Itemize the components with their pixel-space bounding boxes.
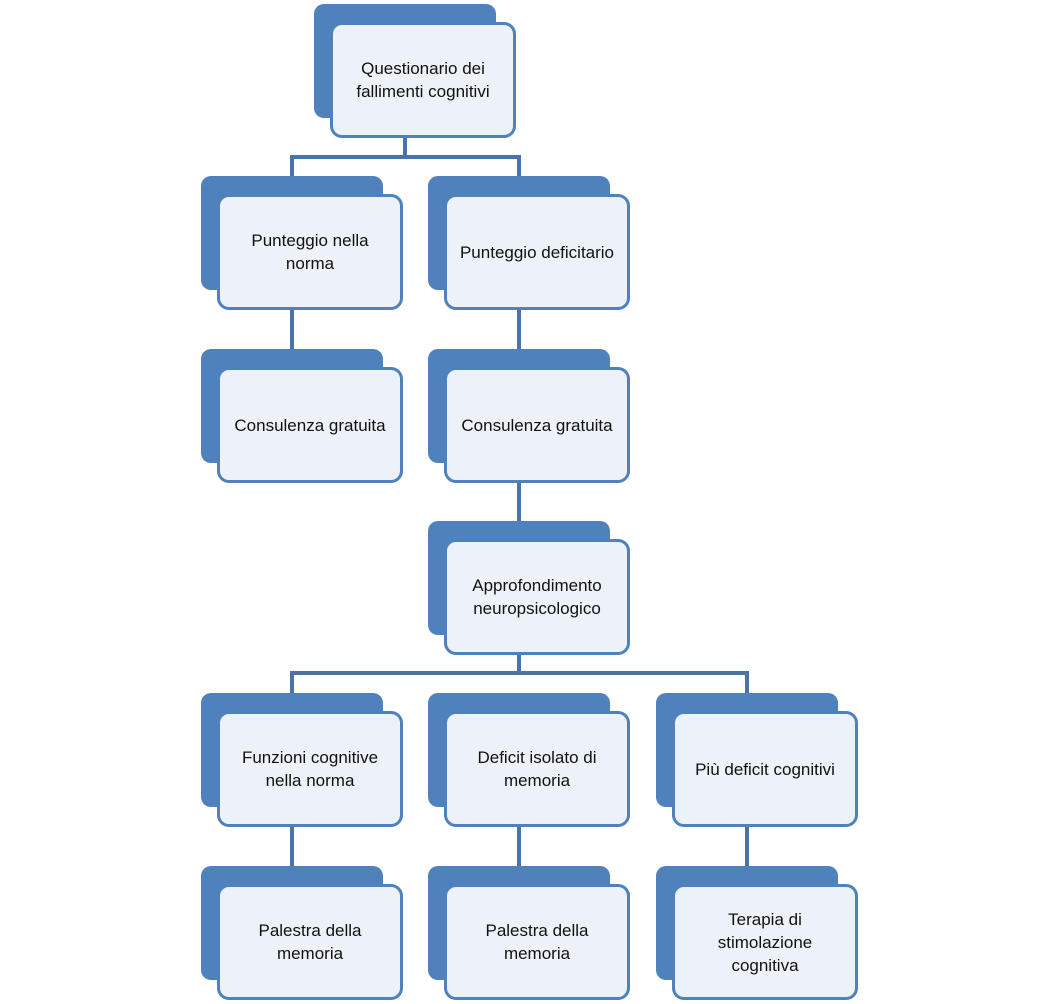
node-label: Più deficit cognitivi (695, 759, 835, 779)
connector-consulenza-approfondimento (517, 463, 521, 522)
node-label: Punteggio nella norma (251, 231, 369, 273)
connector-to-funzioni (290, 671, 294, 693)
connector-norma-consulenza (290, 291, 294, 350)
connector-root-down (403, 119, 407, 157)
node-palestra-middle: Palestra della memoria (428, 866, 634, 1004)
node-terapia: Terapia di stimolazione cognitiva (656, 866, 862, 1004)
connector-isolato-palestra (517, 807, 521, 866)
node-punteggio-deficitario: Punteggio deficitario (428, 176, 634, 314)
connector-to-piu (745, 671, 749, 693)
node-palestra-left: Palestra della memoria (201, 866, 407, 1004)
node-deficit-isolato: Deficit isolato di memoria (428, 693, 634, 831)
node-funzioni-norma: Funzioni cognitive nella norma (201, 693, 407, 831)
connector-to-deficitario (517, 155, 521, 177)
node-label: Approfondimento neuropsicologico (472, 576, 602, 618)
connector-level4-bar (290, 671, 749, 675)
node-label: Palestra della memoria (485, 921, 589, 963)
node-questionario: Questionario dei fallimenti cognitivi (314, 4, 520, 142)
node-label: Deficit isolato di memoria (477, 748, 597, 790)
node-piu-deficit: Più deficit cognitivi (656, 693, 862, 831)
node-label: Punteggio deficitario (459, 242, 615, 262)
node-approfondimento: Approfondimento neuropsicologico (428, 521, 634, 659)
node-punteggio-norma: Punteggio nella norma (201, 176, 407, 314)
connector-level1-bar (290, 155, 521, 159)
node-consulenza-left: Consulenza gratuita (201, 349, 407, 487)
node-label: Funzioni cognitive nella norma (241, 748, 379, 790)
connector-funzioni-palestra (290, 807, 294, 866)
node-label: Terapia di stimolazione cognitiva (717, 909, 813, 975)
node-label: Consulenza gratuita (461, 415, 613, 435)
node-label: Palestra della memoria (258, 921, 362, 963)
node-label: Questionario dei fallimenti cognitivi (356, 59, 490, 101)
connector-to-norma (290, 155, 294, 177)
node-consulenza-right: Consulenza gratuita (428, 349, 634, 487)
node-label: Consulenza gratuita (234, 415, 386, 435)
connector-deficitario-consulenza (517, 291, 521, 350)
connector-piu-terapia (745, 807, 749, 866)
